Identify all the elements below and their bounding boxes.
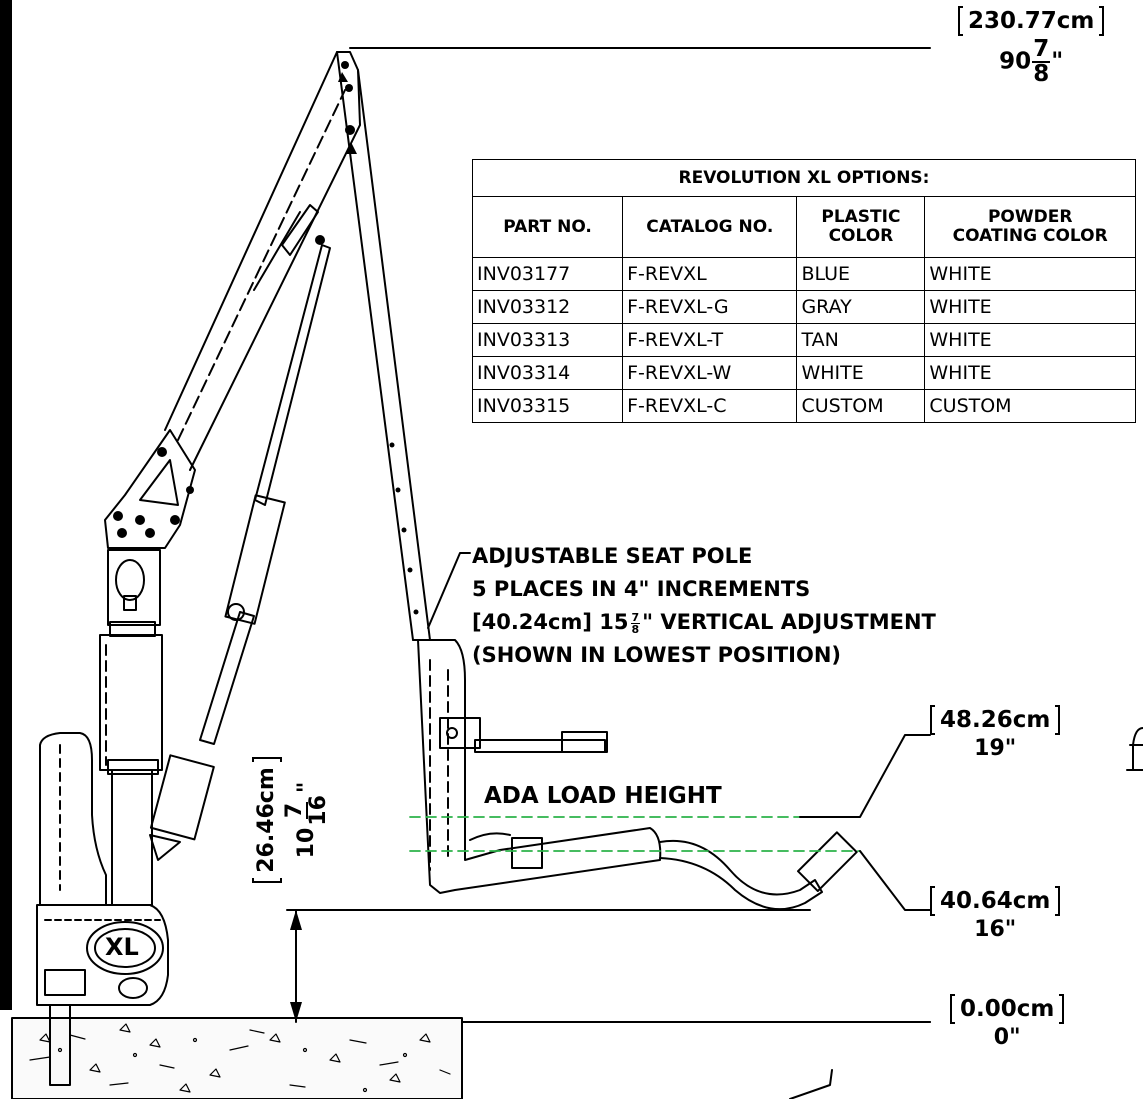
cell-powder-color: WHITE xyxy=(924,356,1136,390)
seat-pole-note: ADJUSTABLE SEAT POLE 5 PLACES IN 4" INCR… xyxy=(472,540,936,672)
dim-0-inch: 0" xyxy=(993,1025,1021,1050)
left-edge-bar xyxy=(0,0,12,1010)
dim-48cm: 48.26cm 19" xyxy=(930,705,1061,763)
header-catalog-no-line1: CATALOG NO. xyxy=(646,216,774,237)
table-row: INV03314 F-REVXL-W WHITE WHITE xyxy=(471,356,1136,390)
leader-seat-pole-note xyxy=(427,552,471,629)
header-part-no: PART NO. xyxy=(471,196,624,258)
top-dim-mark: " xyxy=(1051,48,1064,75)
cell-catalog-no: F-REVXL xyxy=(622,257,798,291)
cell-plastic-color: TAN xyxy=(796,323,926,357)
mast-lower xyxy=(111,769,153,906)
dim-48-cm: 48.26cm xyxy=(930,705,1061,735)
partial-arrow-bottom xyxy=(789,1069,833,1099)
ada-load-height-label: ADA LOAD HEIGHT xyxy=(484,783,722,809)
cell-powder-color: WHITE xyxy=(924,290,1136,324)
top-dim-num: 7 xyxy=(1032,36,1051,63)
footrest xyxy=(797,831,858,892)
header-powder-line1: POWDER xyxy=(987,207,1073,227)
cell-catalog-no: F-REVXL-W xyxy=(622,356,798,390)
cell-part-no: INV03315 xyxy=(471,389,624,423)
cell-part-no: INV03314 xyxy=(471,356,624,390)
cell-catalog-no: F-REVXL-T xyxy=(622,323,798,357)
cell-part-no: INV03177 xyxy=(471,257,624,291)
gusset-plate xyxy=(104,429,196,549)
vertical-dim-num: 7 xyxy=(282,801,308,820)
base-housing: XL xyxy=(36,904,169,1006)
seat-pole xyxy=(336,51,431,641)
actuator-rod xyxy=(254,244,331,506)
dim-0-cm: 0.00cm xyxy=(950,994,1065,1024)
concrete-slab xyxy=(11,1017,931,1099)
cell-catalog-no: F-REVXL-G xyxy=(622,290,798,324)
cell-powder-color: WHITE xyxy=(924,257,1136,291)
cell-part-no: INV03312 xyxy=(471,290,624,324)
partial-seat-icon xyxy=(1126,727,1143,771)
note-line2: 5 PLACES IN 4" INCREMENTS xyxy=(472,577,811,601)
vertical-dim-whole: 10 xyxy=(294,827,319,859)
note-line1: ADJUSTABLE SEAT POLE xyxy=(472,544,753,568)
boom-arm xyxy=(164,51,361,471)
cell-powder-color: CUSTOM xyxy=(924,389,1136,423)
cell-plastic-color: GRAY xyxy=(796,290,926,324)
top-dim-den: 8 xyxy=(1033,61,1050,87)
header-catalog-no: CATALOG NO. xyxy=(622,196,798,258)
note-line3-suffix: " VERTICAL ADJUSTMENT xyxy=(642,610,936,634)
note-fraction-num: 7 xyxy=(630,610,641,624)
cell-plastic-color: BLUE xyxy=(796,257,926,291)
cell-plastic-color: CUSTOM xyxy=(796,389,926,423)
dim-40-cm: 40.64cm xyxy=(930,886,1061,916)
cell-part-no: INV03313 xyxy=(471,323,624,357)
table-row: INV03313 F-REVXL-T TAN WHITE xyxy=(471,323,1136,357)
options-table-title: REVOLUTION XL OPTIONS: xyxy=(472,159,1136,197)
table-row: INV03312 F-REVXL-G GRAY WHITE xyxy=(471,290,1136,324)
note-line4: (SHOWN IN LOWEST POSITION) xyxy=(472,643,841,667)
header-plastic-line1: PLASTIC xyxy=(821,207,901,227)
note-fraction-den: 8 xyxy=(631,622,640,636)
mast-actuator xyxy=(99,634,163,771)
header-powder-line2: COATING COLOR xyxy=(952,226,1108,246)
cell-plastic-color: WHITE xyxy=(796,356,926,390)
leader-40cm xyxy=(859,850,931,911)
table-row: INV03177 F-REVXL BLUE WHITE xyxy=(471,257,1136,291)
options-table-title-row: REVOLUTION XL OPTIONS: xyxy=(472,159,1136,197)
dim-48-inch: 19" xyxy=(974,736,1017,761)
seat-assembly xyxy=(412,639,662,894)
vertical-dim-den: 16 xyxy=(306,795,331,826)
seatback-cover xyxy=(39,732,107,906)
dim-40-inch: 16" xyxy=(974,917,1017,942)
header-part-no-line1: PART NO. xyxy=(503,216,592,237)
vertical-dim-cm: 26.46cm xyxy=(252,757,282,883)
dim-40cm: 40.64cm 16" xyxy=(930,886,1061,944)
cell-powder-color: WHITE xyxy=(924,323,1136,357)
note-line3-prefix: [40.24cm] 15 xyxy=(472,610,629,634)
footrest-arm xyxy=(659,839,823,911)
svg-text:XL: XL xyxy=(105,933,139,961)
leader-48cm xyxy=(799,734,931,818)
top-dim-inch-whole: 90 xyxy=(999,48,1032,75)
vertical-dim-mark: " xyxy=(294,781,319,794)
options-table: REVOLUTION XL OPTIONS: PART NO. CATALOG … xyxy=(471,159,1136,423)
dim-0cm: 0.00cm 0" xyxy=(950,994,1065,1052)
table-row: INV03315 F-REVXL-C CUSTOM CUSTOM xyxy=(471,389,1136,423)
cell-catalog-no: F-REVXL-C xyxy=(622,389,798,423)
top-dim-cm: 230.77cm xyxy=(958,6,1105,36)
header-plastic-line2: COLOR xyxy=(828,226,894,246)
